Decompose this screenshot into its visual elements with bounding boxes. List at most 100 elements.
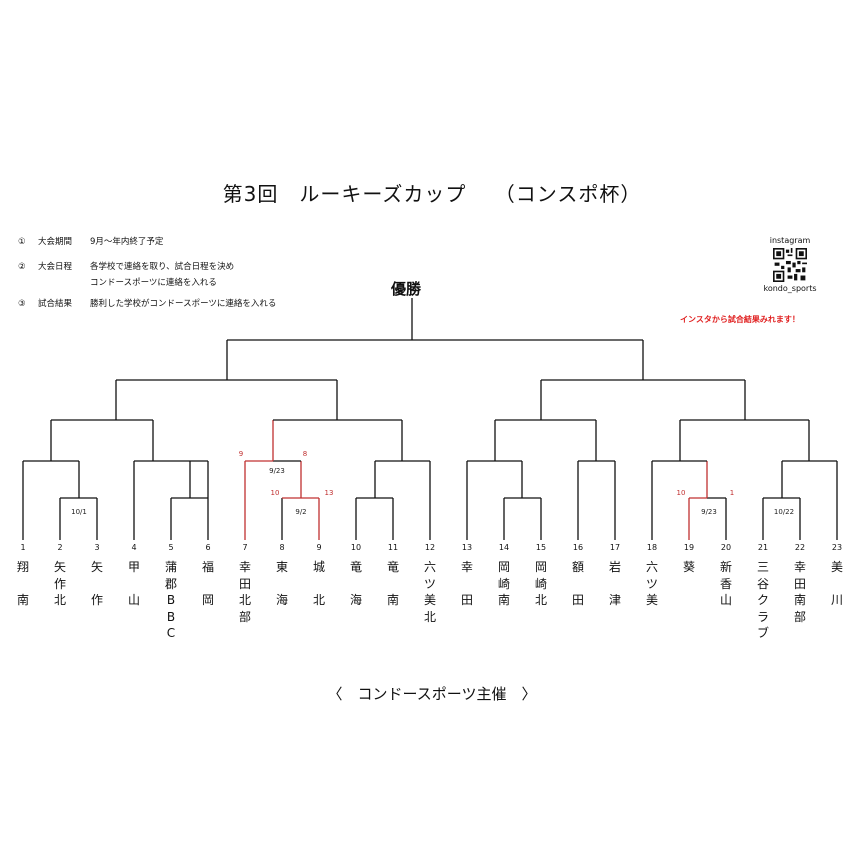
team-number: 11 (387, 543, 399, 552)
info-item: ③ 試合結果 勝利した学校がコンドースポーツに連絡を入れる (18, 298, 276, 310)
tournament-title: 第3回 ルーキーズカップ （コンスポ杯） (222, 182, 642, 206)
team-number: 6 (205, 543, 211, 552)
team-entry: 6 福 岡 (195, 543, 221, 609)
team-number: 17 (609, 543, 621, 552)
info-number: ② (18, 262, 26, 272)
team-entry: 10 竜 海 (343, 543, 369, 609)
match-date: 9/23 (269, 467, 285, 475)
team-name: 新 香 山 (719, 560, 732, 607)
champion-label: 優勝 (391, 280, 422, 298)
team-name: 三 谷 ク ラ ブ (756, 560, 769, 640)
team-number: 20 (720, 543, 732, 552)
team-number: 15 (535, 543, 547, 552)
match-score: 8 (303, 450, 307, 458)
team-name: 岡 崎 北 (534, 560, 547, 607)
team-name: 竜 海 (349, 560, 362, 607)
instagram-block[interactable]: instagram kondo_sports (760, 236, 820, 293)
team-entry: 12 六 ツ 美 北 (417, 543, 443, 625)
team-entry: 14 岡 崎 南 (491, 543, 517, 609)
match-score: 1 (730, 489, 734, 497)
team-number: 1 (20, 543, 26, 552)
team-entry: 8 東 海 (269, 543, 295, 609)
team-number: 18 (646, 543, 658, 552)
team-name: 矢 作 (90, 560, 103, 607)
team-number: 14 (498, 543, 510, 552)
team-name: 福 岡 (201, 560, 214, 607)
team-entry: 4 甲 山 (121, 543, 147, 609)
team-name: 東 海 (275, 560, 288, 607)
team-name: 翔 南 (16, 560, 29, 607)
team-number: 22 (794, 543, 806, 552)
qr-code-icon[interactable] (773, 248, 807, 282)
instagram-note: インスタから試合結果みれます！ (680, 315, 800, 324)
team-entry: 20 新 香 山 (713, 543, 739, 609)
match-date: 10/1 (71, 508, 87, 516)
team-number: 10 (350, 543, 362, 552)
team-entry: 22 幸 田 南 部 (787, 543, 813, 625)
team-entry: 16 額 田 (565, 543, 591, 609)
team-name: 岡 崎 南 (497, 560, 510, 607)
match-date: 10/22 (774, 508, 794, 516)
info-label: 大会日程 (38, 262, 73, 272)
team-name: 葵 (682, 560, 695, 574)
team-number: 13 (461, 543, 473, 552)
team-entry: 21 三 谷 ク ラ ブ (750, 543, 776, 642)
team-number: 3 (94, 543, 100, 552)
info-label: 試合結果 (38, 299, 73, 309)
info-text: コンドースポーツに連絡を入れる (90, 278, 217, 288)
team-number: 9 (316, 543, 322, 552)
instagram-handle[interactable]: kondo_sports (763, 284, 817, 293)
team-number: 5 (168, 543, 174, 552)
team-entry: 7 幸 田 北 部 (232, 543, 258, 625)
team-entry: 5 蒲 郡 B B C (158, 543, 184, 642)
team-number: 2 (57, 543, 63, 552)
instagram-label: instagram (769, 236, 811, 245)
team-number: 8 (279, 543, 285, 552)
match-score: 10 (677, 489, 686, 497)
team-number: 16 (572, 543, 584, 552)
team-name: 城 北 (312, 560, 325, 607)
info-item: ① 大会期間 9月～年内終了予定 (18, 236, 163, 248)
team-entry: 11 竜 南 (380, 543, 406, 609)
match-score: 13 (325, 489, 334, 497)
team-number: 23 (831, 543, 843, 552)
team-entry: 3 矢 作 (84, 543, 110, 609)
team-entry: 18 六 ツ 美 (639, 543, 665, 609)
match-date: 9/2 (295, 508, 306, 516)
team-entry: 19 葵 (676, 543, 702, 576)
team-name: 美 川 (830, 560, 843, 607)
info-label: 大会期間 (38, 237, 73, 247)
match-score: 10 (271, 489, 280, 497)
team-entry: 2 矢 作 北 (47, 543, 73, 609)
team-entry: 23 美 川 (824, 543, 850, 609)
info-item: ② 大会日程 各学校で連絡を取り、試合日程を決め (18, 261, 234, 273)
team-name: 六 ツ 美 (645, 560, 658, 607)
team-name: 幸 田 (460, 560, 473, 607)
team-number: 12 (424, 543, 436, 552)
match-score: 9 (239, 450, 243, 458)
info-text: 勝利した学校がコンドースポーツに連絡を入れる (90, 299, 277, 309)
team-entry: 13 幸 田 (454, 543, 480, 609)
info-text: 9月～年内終了予定 (90, 237, 164, 247)
team-name: 矢 作 北 (53, 560, 66, 607)
match-date: 9/23 (701, 508, 717, 516)
team-name: 六 ツ 美 北 (423, 560, 436, 624)
team-name: 甲 山 (127, 560, 140, 607)
team-number: 21 (757, 543, 769, 552)
team-name: 幸 田 北 部 (238, 560, 251, 624)
info-number: ① (18, 237, 26, 247)
info-text: 各学校で連絡を取り、試合日程を決め (90, 262, 235, 272)
team-name: 額 田 (571, 560, 584, 607)
team-name: 幸 田 南 部 (793, 560, 806, 624)
team-entry: 15 岡 崎 北 (528, 543, 554, 609)
team-number: 19 (683, 543, 695, 552)
team-name: 蒲 郡 B B C (164, 560, 177, 640)
info-item: コンドースポーツに連絡を入れる (18, 277, 217, 289)
info-number: ③ (18, 299, 26, 309)
team-name: 竜 南 (386, 560, 399, 607)
team-number: 4 (131, 543, 137, 552)
team-entry: 1 翔 南 (10, 543, 36, 609)
team-number: 7 (242, 543, 248, 552)
